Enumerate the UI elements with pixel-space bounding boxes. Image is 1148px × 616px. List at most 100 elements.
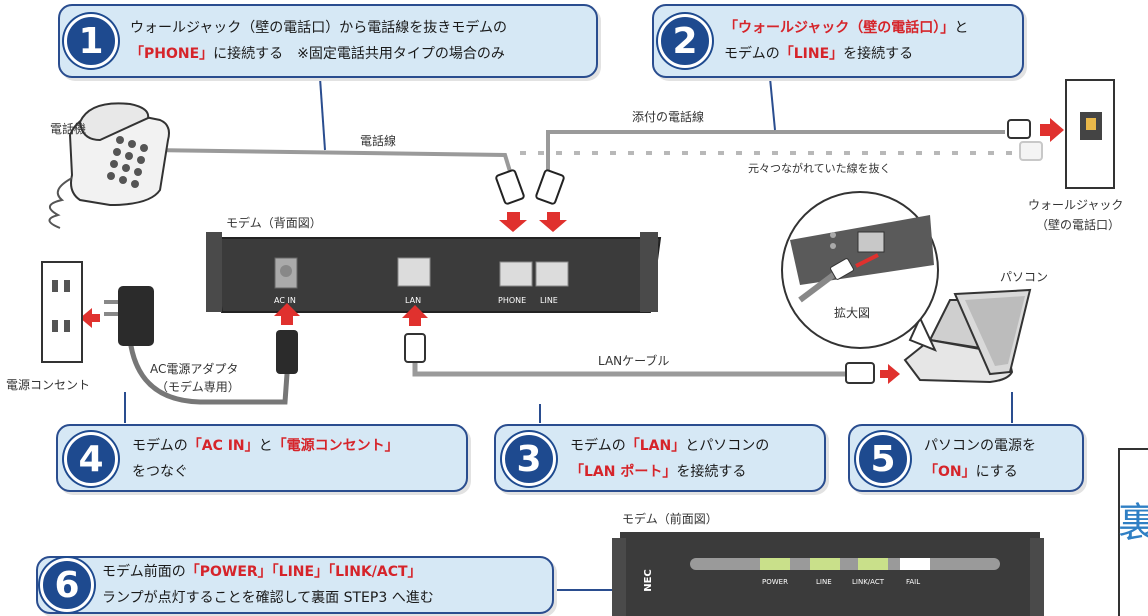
step1-number-badge: 1 [64, 14, 118, 68]
step5-number-badge: 5 [856, 432, 910, 486]
step-text-segment: 「LAN」 [625, 438, 686, 454]
pc-label: パソコン [1000, 270, 1049, 284]
step2-pointer [769, 77, 776, 131]
power-outlet-device [41, 261, 83, 363]
step-text-segment: 「AC IN」 [187, 438, 259, 454]
step-text-segment: 「PHONE」 [130, 46, 214, 62]
lamp-linkact-label: LINK/ACT [852, 578, 884, 586]
step5-line2: 「ON」にする [924, 460, 1018, 484]
step-text-segment: 「ウォールジャック（壁の電話口）」 [724, 20, 955, 36]
adapter-label-line2: （モデム専用） [156, 380, 240, 394]
wall-jack-label-line1: ウォールジャック [1028, 198, 1124, 212]
step6-line1: モデム前面の「POWER」「LINE」「LINK/ACT」 [102, 560, 422, 584]
step-text-segment: とパソコンの [685, 438, 770, 454]
step-text-segment: と [258, 438, 273, 454]
modem-front-lamps [760, 558, 930, 570]
ac-adapter-plug [276, 330, 298, 374]
step4-callout: 4 モデムの「AC IN」と「電源コンセント」 をつなぐ [56, 424, 468, 492]
lamp-linkact [858, 558, 888, 570]
lan-cable [412, 360, 850, 377]
arrow-to-wall-jack [1040, 118, 1064, 142]
arrow-to-line-port [539, 212, 567, 232]
lamp-power [760, 558, 790, 570]
step-text-segment: ウォールジャック（壁の電話口）から電話線を抜きモデムの [130, 20, 508, 36]
arrow-to-lan-port [402, 305, 428, 326]
step-text-segment: 「LINE」 [779, 46, 844, 62]
attached-cable-label: 添付の電話線 [632, 110, 705, 124]
lan-cable-label: LANケーブル [598, 354, 670, 368]
step-text-segment: にする [975, 464, 1018, 480]
step-text-segment: モデムの [724, 46, 780, 62]
step5-line1: パソコンの電源を [924, 434, 1036, 458]
step3-line2: 「LAN ポート」を接続する [570, 460, 746, 484]
unplug-original-label: 元々つながれていた線を抜く [748, 162, 891, 175]
lamp-fail-label: FAIL [906, 578, 921, 586]
step6-number-badge: 6 [40, 558, 94, 612]
step2-line1: 「ウォールジャック（壁の電話口）」と [724, 16, 968, 40]
step-text-segment: 「POWER」「LINE」「LINK/ACT」 [185, 564, 422, 580]
brand-logo: NEC [642, 569, 654, 592]
modem-back-label: モデム（背面図） [226, 216, 322, 230]
zoom-bubble [781, 191, 939, 352]
step-text-segment: ランプが点灯することを確認して裏面 STEP3 へ進む [102, 590, 434, 606]
ac-adapter-device [104, 286, 154, 346]
step-text-segment: を接続する [843, 46, 914, 62]
modem-front-label: モデム（前面図） [622, 512, 718, 526]
port-lan-label: LAN [405, 296, 422, 305]
step3-number-badge: 3 [502, 432, 556, 486]
step5-callout: 5 パソコンの電源を 「ON」にする [848, 424, 1084, 492]
step3-line1: モデムの「LAN」とパソコンの [570, 434, 769, 458]
step2-number-badge: 2 [658, 14, 712, 68]
port-line-label: LINE [540, 296, 558, 305]
step-text-segment: 「電源コンセント」 [272, 438, 399, 454]
lan-plug-pc [845, 362, 875, 384]
wall-jack-device [1065, 79, 1115, 189]
lamp-line-label: LINE [816, 578, 832, 586]
phone-label: 電話機 [50, 122, 87, 136]
arrow-to-phone-port [499, 212, 527, 232]
attached-phone-cable [546, 130, 1005, 178]
step-text-segment: 「LAN ポート」 [570, 464, 677, 480]
step6-line2: ランプが点灯することを確認して裏面 STEP3 へ進む [102, 586, 434, 610]
step1-callout: 1 ウォールジャック（壁の電話口）から電話線を抜きモデムの 「PHONE」に接続… [58, 4, 598, 78]
modem-front-body [612, 532, 1044, 616]
lamp-power-label: POWER [762, 578, 788, 586]
step3-callout: 3 モデムの「LAN」とパソコンの 「LAN ポート」を接続する [494, 424, 826, 492]
step6-callout: 6 モデム前面の「POWER」「LINE」「LINK/ACT」 ランプが点灯する… [36, 556, 554, 614]
lamp-fail [900, 558, 930, 570]
wall-jack-plug [1007, 119, 1043, 161]
step1-line1: ウォールジャック（壁の電話口）から電話線を抜きモデムの [130, 16, 507, 40]
step-text-segment: パソコンの電源を [924, 438, 1036, 454]
laptop-device [903, 288, 1032, 384]
step-text-segment: と [954, 20, 969, 36]
port-phone-label: PHONE [498, 296, 527, 305]
step4-line1: モデムの「AC IN」と「電源コンセント」 [132, 434, 399, 458]
telephone-device [48, 102, 170, 229]
phone-cable [149, 148, 514, 179]
port-acin-label: AC IN [274, 296, 296, 305]
lan-plug-modem [404, 333, 426, 363]
arrow-to-pc [880, 364, 900, 384]
step-text-segment: モデム前面の [102, 564, 186, 580]
outlet-label: 電源コンセント [6, 378, 91, 392]
modem-back-body [206, 232, 662, 313]
phone-cable-label: 電話線 [360, 134, 397, 148]
arrow-to-acin-port [274, 303, 300, 325]
zoom-label: 拡大図 [834, 306, 871, 320]
step1-line2: 「PHONE」に接続する ※固定電話共用タイプの場合のみ [130, 42, 505, 66]
lamp-line [810, 558, 840, 570]
back-side-tab [1118, 448, 1148, 616]
step2-callout: 2 「ウォールジャック（壁の電話口）」と モデムの「LINE」を接続する [652, 4, 1024, 78]
step2-line2: モデムの「LINE」を接続する [724, 42, 913, 66]
arrow-to-outlet [80, 308, 100, 328]
wall-jack-label-line2: （壁の電話口） [1036, 218, 1121, 232]
step-text-segment: モデムの [132, 438, 188, 454]
adapter-label-line1: AC電源アダプタ [150, 362, 239, 376]
step-text-segment: を接続する [676, 464, 747, 480]
step-text-segment: に接続する ※固定電話共用タイプの場合のみ [213, 46, 505, 62]
back-side-char: 裏 [1118, 500, 1148, 546]
line-plug-connector [535, 169, 565, 205]
step-text-segment: をつなぐ [132, 464, 188, 480]
step1-pointer [319, 77, 326, 151]
